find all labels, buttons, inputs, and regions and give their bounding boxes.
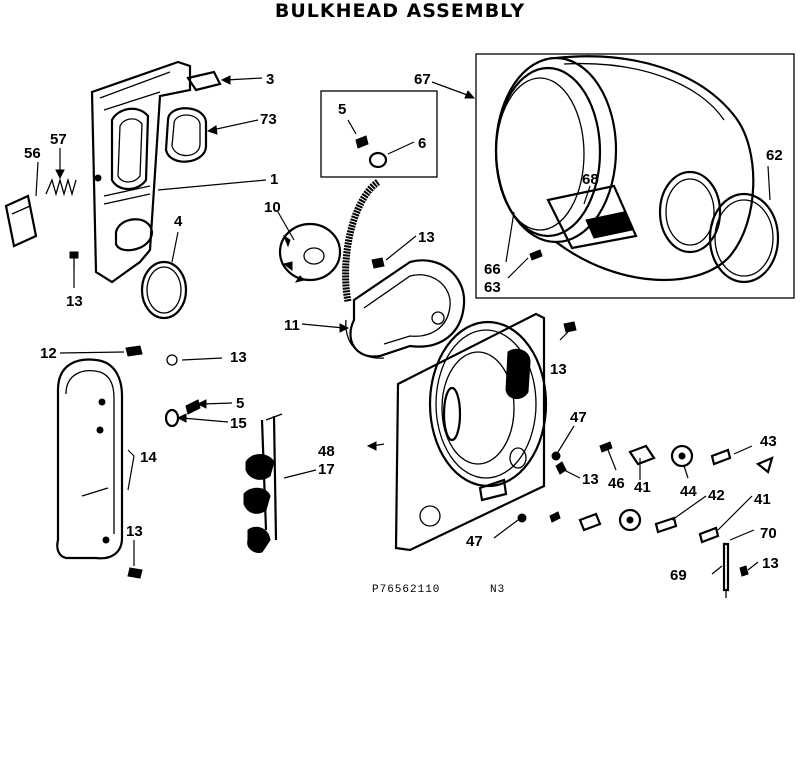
- spring-part-57: [45, 177, 77, 197]
- duct-part-11: [345, 259, 466, 359]
- harness-part-48-17: [243, 413, 283, 553]
- label-17: 17: [318, 461, 335, 478]
- label-14: 14: [140, 449, 157, 466]
- label-66: 66: [484, 261, 501, 278]
- label-73: 73: [260, 111, 277, 128]
- seal-part-62: [708, 192, 780, 284]
- parts-5-15: [164, 399, 201, 428]
- part-labels: 3 73 1 56 57 4 13 5 6 10 13 11 67 62 68 …: [24, 71, 783, 596]
- label-13a: 13: [66, 293, 83, 310]
- label-57: 57: [50, 131, 67, 148]
- label-48: 48: [318, 443, 335, 460]
- screw-13d: [127, 567, 143, 579]
- inset-box: [320, 90, 438, 178]
- label-13g: 13: [762, 555, 779, 572]
- label-44: 44: [680, 483, 697, 500]
- drawing-suffix: N3: [490, 584, 505, 596]
- label-67: 67: [414, 71, 431, 88]
- label-62: 62: [766, 147, 783, 164]
- label-13b: 13: [418, 229, 435, 246]
- rod-part-69: [722, 542, 749, 598]
- drum-box: [475, 53, 795, 299]
- label-3: 3: [266, 71, 274, 88]
- screw-13c: [166, 354, 178, 366]
- label-1: 1: [270, 171, 278, 188]
- screw-13b: [371, 257, 385, 269]
- bracket-part-12: [125, 345, 143, 357]
- bulkhead-seal: [164, 107, 208, 163]
- diagram-title: BULKHEAD ASSEMBLY: [274, 0, 526, 22]
- label-41a: 41: [634, 479, 651, 496]
- switch-part-56: [4, 194, 38, 248]
- label-13d: 13: [126, 523, 143, 540]
- label-41b: 41: [754, 491, 771, 508]
- screw-63: [529, 249, 543, 261]
- bracket-part-3: [186, 70, 222, 92]
- label-11: 11: [284, 317, 300, 334]
- label-43: 43: [760, 433, 777, 450]
- belt: [342, 179, 381, 303]
- screw-13e: [563, 321, 577, 333]
- label-13e: 13: [550, 361, 567, 378]
- screw-13a: [69, 251, 79, 270]
- label-13c: 13: [230, 349, 247, 366]
- label-69: 69: [670, 567, 687, 584]
- label-12: 12: [40, 345, 57, 362]
- label-56: 56: [24, 145, 41, 162]
- label-5b: 5: [236, 395, 244, 412]
- label-13f: 13: [582, 471, 599, 488]
- front-panel: [90, 60, 192, 284]
- leader-lines: [35, 75, 771, 575]
- label-68: 68: [582, 171, 599, 188]
- drum-part-67: [494, 55, 755, 282]
- baffle-part-68: [546, 184, 638, 250]
- label-5a: 5: [338, 101, 346, 118]
- label-47a: 47: [570, 409, 587, 426]
- rear-panel-part-14: [56, 358, 124, 560]
- label-10: 10: [264, 199, 281, 216]
- label-47b: 47: [466, 533, 483, 550]
- label-46: 46: [608, 475, 625, 492]
- label-6: 6: [418, 135, 426, 152]
- label-4a: 4: [174, 213, 183, 230]
- label-42: 42: [708, 487, 725, 504]
- drawing-code: P76562110: [372, 584, 440, 596]
- bulkhead-panel: [394, 312, 548, 552]
- label-15: 15: [230, 415, 247, 432]
- label-70: 70: [760, 525, 777, 542]
- drum-seal-part-4: [140, 260, 188, 320]
- impeller-part-10: [278, 222, 342, 283]
- label-63: 63: [484, 279, 501, 296]
- small-parts-right: [517, 441, 774, 544]
